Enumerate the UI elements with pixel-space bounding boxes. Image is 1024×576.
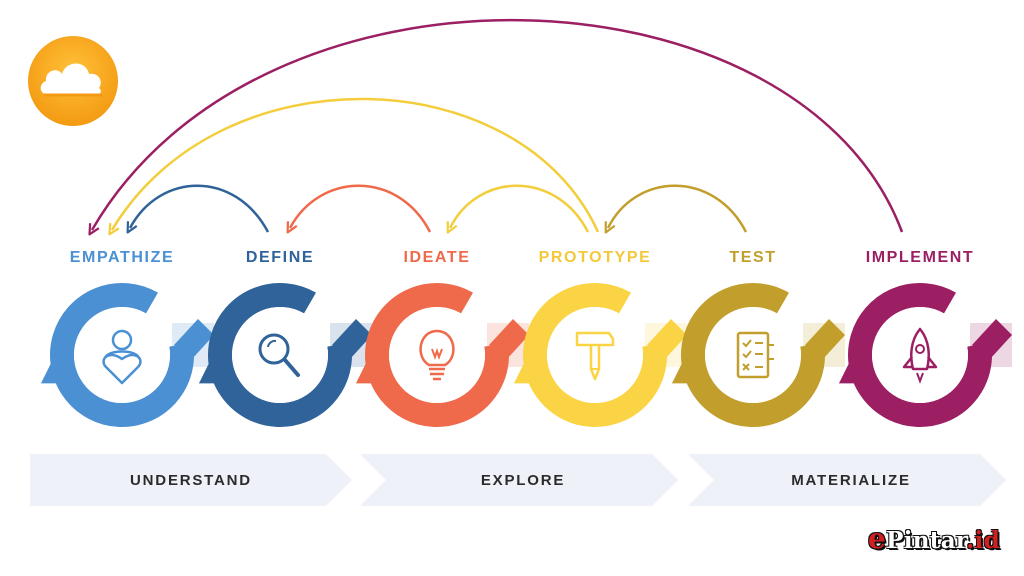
phase-understand: UNDERSTAND xyxy=(30,454,352,506)
stage-ring-tail xyxy=(647,319,687,359)
lightbulb-icon xyxy=(419,329,455,381)
stage-ring xyxy=(681,283,825,427)
stage-implement xyxy=(838,283,1012,427)
arrow-implement-to-empathize xyxy=(92,18,904,232)
arrow-prototype-to-empathize xyxy=(112,97,600,232)
stage-label-implement: IMPLEMENT xyxy=(865,249,975,266)
stage-empathize xyxy=(40,283,214,427)
brand-prefix: e xyxy=(868,522,887,555)
brand-name: Pintar xyxy=(886,527,967,554)
stage-ring-tail xyxy=(805,319,845,359)
stage-ring-arrowhead xyxy=(40,347,77,384)
brand-logo: ePintar.id xyxy=(868,522,1000,555)
stage-ring-arrowhead xyxy=(671,347,708,384)
stage-ring-tail xyxy=(332,319,372,359)
stage-center xyxy=(74,307,170,403)
arrow-ideate-to-define xyxy=(290,184,432,232)
stage-ring xyxy=(365,283,509,427)
arrow-prototype-to-ideate xyxy=(450,184,590,232)
stage-center xyxy=(872,307,968,403)
stage-ring xyxy=(208,283,352,427)
stage-label-empathize: EMPATHIZE xyxy=(69,249,175,266)
stage-center xyxy=(705,307,801,403)
stage-center xyxy=(547,307,643,403)
phase-explore: EXPLORE xyxy=(360,454,678,506)
stage-ring-arrowhead xyxy=(198,347,235,384)
stage-center xyxy=(389,307,485,403)
brand-suffix: .id xyxy=(966,527,1000,554)
stage-ring-tail xyxy=(972,319,1012,359)
stage-ideate xyxy=(355,283,529,427)
stage-label-prototype: PROTOTYPE xyxy=(538,249,652,266)
stage-label-test: TEST xyxy=(729,249,777,266)
stage-ring xyxy=(523,283,667,427)
stage-ring-arrowhead xyxy=(513,347,550,384)
stage-center xyxy=(232,307,328,403)
stage-label-ideate: IDEATE xyxy=(403,249,471,266)
checklist-icon xyxy=(736,331,774,379)
stage-ring-tail xyxy=(174,319,214,359)
stage-ring-arrowhead xyxy=(838,347,875,384)
arrow-test-to-prototype xyxy=(608,184,748,232)
hammer-pencil-icon xyxy=(575,331,615,381)
stage-test xyxy=(671,283,845,427)
stage-label-define: DEFINE xyxy=(245,249,315,266)
person-heart-icon xyxy=(102,329,142,385)
stage-ring-arrowhead xyxy=(355,347,392,384)
arrow-define-to-empathize xyxy=(130,184,270,232)
cloud-logo-icon xyxy=(28,36,118,126)
phase-materialize: MATERIALIZE xyxy=(688,454,1006,506)
stage-ring xyxy=(848,283,992,427)
stage-prototype xyxy=(513,283,687,427)
rocket-icon xyxy=(902,327,938,384)
stage-ring xyxy=(50,283,194,427)
stage-ring-tail xyxy=(489,319,529,359)
magnifier-icon xyxy=(258,333,300,377)
stage-define xyxy=(198,283,372,427)
